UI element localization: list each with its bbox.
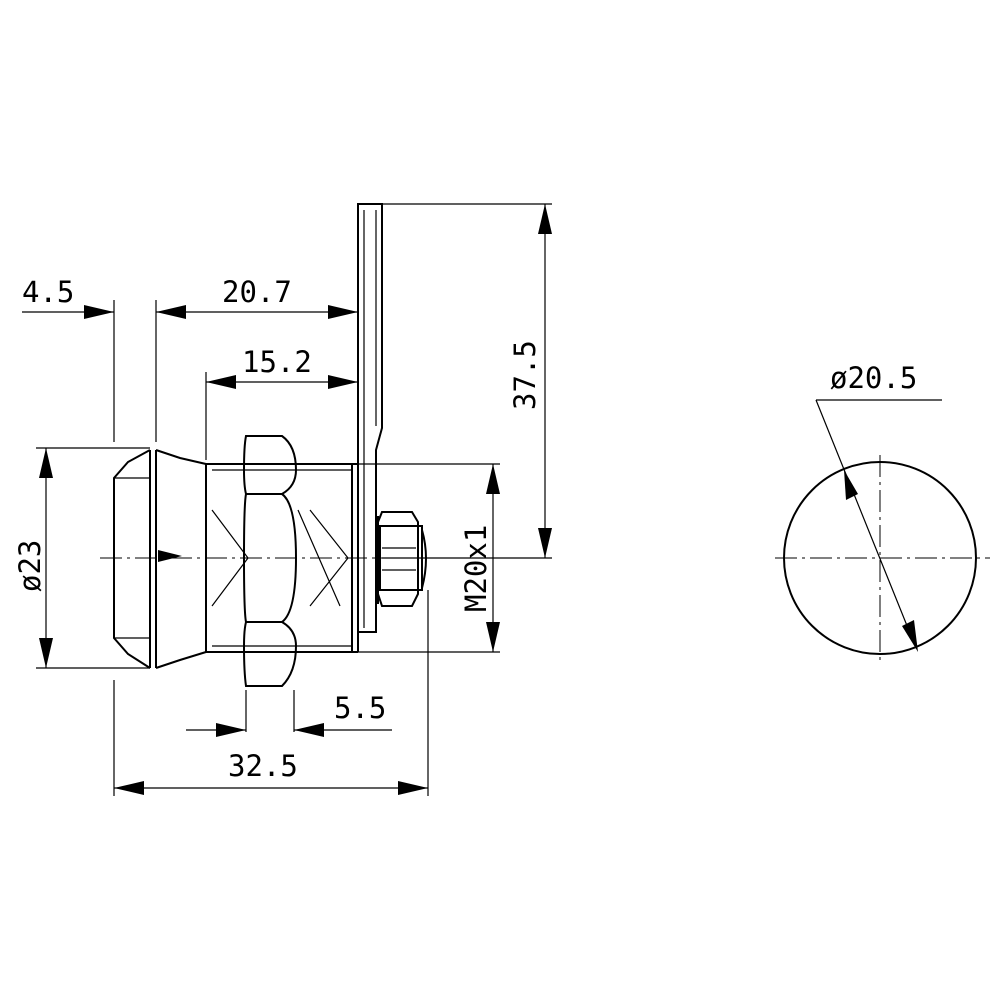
hex-nut — [242, 435, 298, 687]
dim-dia-20-5: ø20.5 — [815, 361, 942, 652]
dim-4-5-label: 4.5 — [22, 275, 74, 309]
dim-dia-23-label: ø23 — [13, 540, 47, 592]
side-view: 4.5 20.7 15.2 37.5 ø23 — [13, 203, 552, 796]
front-view: ø20.5 — [775, 361, 990, 662]
dim-37-5-label: 37.5 — [508, 340, 542, 410]
dim-5-5: 5.5 — [186, 691, 392, 737]
dim-15-2-label: 15.2 — [242, 345, 312, 379]
dim-m20x1-label: M20x1 — [459, 525, 493, 612]
dim-20-7-label: 20.7 — [222, 275, 292, 309]
bezel — [113, 449, 207, 669]
dim-4-5: 4.5 — [22, 275, 114, 319]
shaft-nut — [377, 511, 427, 607]
dim-20-7: 20.7 — [156, 275, 358, 319]
dim-5-5-label: 5.5 — [334, 691, 386, 725]
dim-dia-20-5-label: ø20.5 — [830, 361, 917, 395]
extension-lines — [36, 203, 552, 796]
dim-m20x1: M20x1 — [459, 464, 500, 652]
threaded-body — [205, 463, 359, 653]
dim-dia-23: ø23 — [13, 448, 53, 668]
dim-32-5-label: 32.5 — [228, 749, 298, 783]
dim-15-2: 15.2 — [206, 345, 358, 389]
dim-32-5: 32.5 — [114, 749, 428, 795]
dim-37-5: 37.5 — [508, 204, 552, 558]
